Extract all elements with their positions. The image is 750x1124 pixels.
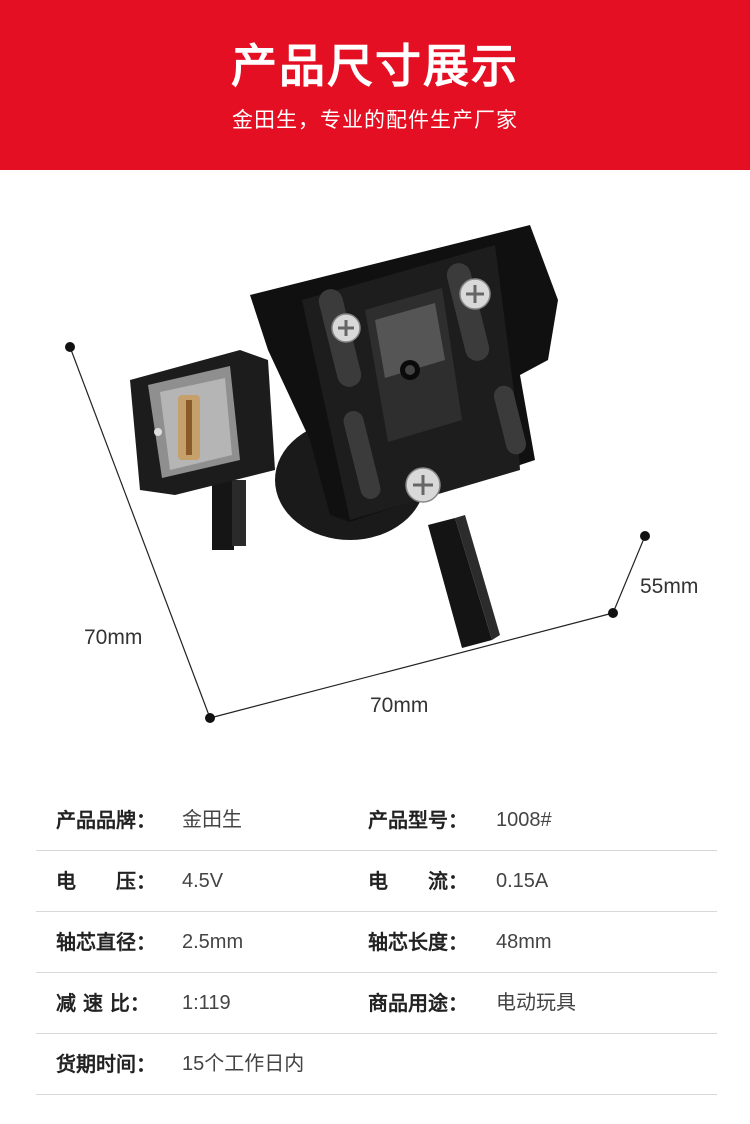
- spec-row: 电 压： 4.5V 电 流： 0.15A: [36, 851, 717, 912]
- spec-value: 0.15A: [496, 870, 549, 892]
- spec-label: 产品品牌：: [56, 808, 156, 832]
- spec-row: 产品品牌： 金田生 产品型号： 1008#: [36, 790, 717, 851]
- spec-label: 商品用途：: [368, 991, 468, 1015]
- left-shaft: [212, 480, 234, 550]
- spec-value: 48mm: [496, 931, 552, 953]
- spec-value: 4.5V: [182, 870, 224, 892]
- spec-row: 减 速 比： 1:119 商品用途： 电动玩具: [36, 973, 717, 1034]
- spec-value: 1:119: [182, 992, 231, 1014]
- spec-label: 货期时间：: [56, 1052, 156, 1076]
- output-shaft: [428, 518, 492, 648]
- spec-label: 轴芯长度：: [368, 930, 468, 954]
- spec-row: 货期时间： 15个工作日内: [36, 1034, 717, 1095]
- screws: [331, 278, 491, 503]
- spec-row: 轴芯直径： 2.5mm 轴芯长度： 48mm: [36, 912, 717, 973]
- spec-label: 产品型号：: [368, 808, 468, 832]
- spec-value: 金田生: [182, 809, 242, 831]
- spec-value: 15个工作日内: [182, 1053, 305, 1075]
- slot-right: [446, 263, 490, 361]
- spec-label: 电 流：: [368, 869, 468, 893]
- dimension-width: 70mm: [370, 694, 429, 717]
- page-subtitle: 金田生，专业的配件生产厂家: [232, 108, 518, 132]
- page-title: 产品尺寸展示: [231, 39, 519, 93]
- spec-value: 1008#: [496, 809, 552, 831]
- dimension-height: 70mm: [84, 626, 143, 649]
- spec-table: 产品品牌： 金田生 产品型号： 1008# 电 压： 4.5V 电 流： 0.1…: [36, 790, 717, 1095]
- product-figure: 70mm 70mm 55mm: [0, 170, 750, 760]
- dimension-dots: [65, 342, 650, 723]
- spec-value: 2.5mm: [182, 931, 244, 953]
- spec-label: 轴芯直径：: [56, 930, 156, 954]
- spec-label: 减 速 比：: [56, 991, 150, 1015]
- dimension-depth: 55mm: [640, 575, 699, 598]
- gearbox-illustration: [65, 225, 650, 723]
- header-banner: 产品尺寸展示 金田生，专业的配件生产厂家: [0, 0, 750, 170]
- spec-value: 电动玩具: [496, 992, 576, 1014]
- spec-label: 电 压：: [56, 869, 156, 893]
- dimension-lines: [69, 346, 646, 719]
